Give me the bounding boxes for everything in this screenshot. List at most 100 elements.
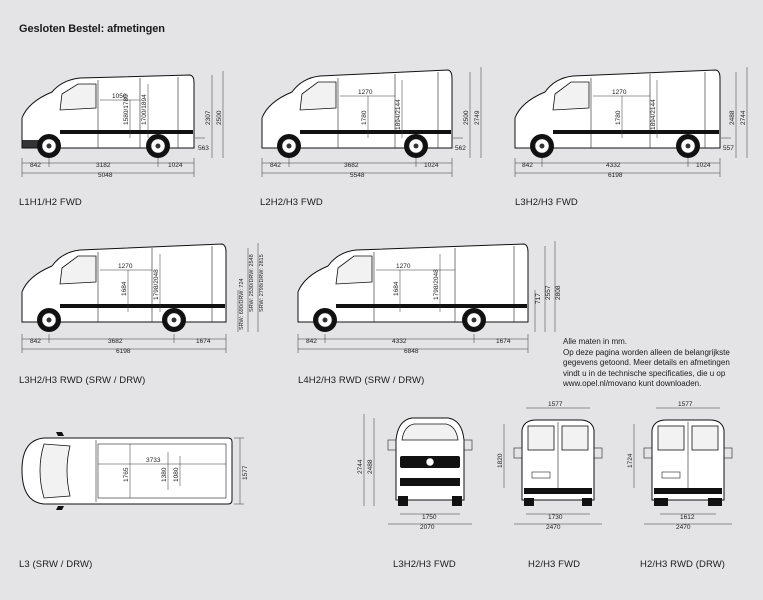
dim-cargo-h1: 1684 (393, 281, 400, 296)
dim-height-a: 717 (535, 293, 542, 304)
van-side-l4h2-rwd (297, 243, 529, 333)
dim-cargo-width: 1050 (112, 93, 127, 100)
dim-length: 6198 (608, 172, 623, 179)
dim-rear-overhang: 1024 (424, 162, 439, 169)
dim-wheelbase: 3682 (344, 162, 359, 169)
dim-ground: 563 (198, 145, 209, 152)
dims-l1h1: 842 3182 1024 5048 2307 2500 563 1050 15… (21, 71, 224, 179)
dims-l3h2-rwd: 842 3682 1674 6198 SRW: 690/DRW: 724 SRW… (21, 243, 265, 355)
dim-wheelbase: 3182 (96, 162, 111, 169)
dim-height: 1724 (627, 453, 634, 468)
dim-cargo-h2: 1798/2048 (153, 269, 160, 300)
page-title: Gesloten Bestel: afmetingen (19, 23, 165, 35)
note-line: gegevens getoond. Meer details en afmeti… (563, 358, 730, 368)
van-rear-rwd (643, 419, 733, 506)
caption-rear-fwd: H2/H3 FWD (528, 559, 581, 570)
dim-height-a: 2744 (357, 459, 364, 474)
dim-cargo-width: 1270 (118, 263, 133, 270)
dim-width: 2470 (546, 524, 561, 531)
dim-front-overhang: 842 (30, 338, 41, 345)
van-front-view (387, 417, 473, 506)
dim-height: 1820 (497, 453, 504, 468)
van-rear-fwd (513, 419, 603, 506)
dim-track: 1750 (422, 514, 437, 521)
dim-height-a: 2307 (205, 110, 212, 125)
note-line: vindt u in de technische specificaties, … (563, 368, 726, 378)
dim-cargo-w2: 1380 (161, 467, 168, 482)
dim-ground: 557 (723, 145, 734, 152)
dims-front-view: 2744 2488 1750 2070 (357, 414, 472, 531)
dim-rear-overhang: 1674 (496, 338, 511, 345)
dim-height-a: 2488 (729, 110, 736, 125)
info-note: Alle maten in mm. Op deze pagina worden … (563, 337, 763, 390)
van-side-l3h2-rwd (21, 243, 227, 333)
note-line: Alle maten in mm. (563, 337, 628, 346)
caption-rear-rwd: H2/H3 RWD (DRW) (640, 559, 726, 570)
dim-front-overhang: 842 (30, 162, 41, 169)
dim-wheelbase: 3682 (108, 338, 123, 345)
dims-rear-fwd: 1577 1820 1730 2470 (497, 401, 602, 531)
dim-width: 1577 (242, 465, 249, 480)
dim-cargo-w1: 1765 (123, 467, 130, 482)
dim-track: 1730 (548, 514, 563, 521)
dim-height-a: 2500 (463, 110, 470, 125)
dim-front-overhang: 842 (522, 162, 533, 169)
dim-cargo-h2: 1894/2144 (395, 99, 402, 130)
dim-cargo-h2: 1894/2144 (650, 99, 657, 130)
caption-front-view: L3H2/H3 FWD (393, 559, 456, 570)
dim-cargo-width: 1270 (358, 89, 373, 96)
dim-cargo-w3: 1080 (173, 467, 180, 482)
dim-height-v1: SRW: 690/DRW: 724 (239, 278, 245, 330)
dim-rear-overhang: 1674 (196, 338, 211, 345)
dims-l3-top: 3733 1765 1380 1080 1577 (98, 437, 249, 505)
dim-front-overhang: 842 (270, 162, 281, 169)
dim-height-b: 2488 (367, 459, 374, 474)
dim-track: 1612 (680, 514, 695, 521)
van-side-l1h1 (21, 74, 195, 159)
dim-height-b: 2749 (474, 110, 481, 125)
note-line: www.opel.nl/movano kunt downloaden. (563, 379, 702, 389)
dims-rear-rwd: 1577 1724 1612 2470 (627, 401, 732, 531)
note-line: Op deze pagina worden alleen de belangri… (563, 347, 730, 357)
dim-length: 5048 (98, 172, 113, 179)
dims-l3h2: 842 4332 1024 6198 2488 2744 557 1270 17… (514, 67, 748, 179)
dim-cargo-h2: 1798/2048 (433, 269, 440, 300)
dim-cargo-h2: 1700/1894 (141, 94, 148, 125)
dim-height-v3: SRW: 2798/DRW: 2815 (259, 254, 265, 312)
dim-cargo-width: 1270 (396, 263, 411, 270)
dim-length: 5548 (350, 172, 365, 179)
dim-ground: 562 (455, 145, 466, 152)
dim-cargo-h1: 1780 (615, 110, 622, 125)
dim-height-b: 2557 (545, 285, 552, 300)
caption-l4h2-rwd: L4H2/H3 RWD (SRW / DRW) (298, 375, 425, 386)
dim-length: 6198 (116, 348, 131, 355)
caption-l1h1-fwd: L1H1/H2 FWD (19, 197, 82, 208)
dim-cargo-h1: 1780 (361, 110, 368, 125)
dim-front-overhang: 842 (306, 338, 317, 345)
van-side-l2h2 (261, 69, 453, 159)
dim-rear-overhang: 1024 (168, 162, 183, 169)
dim-wheelbase: 4332 (392, 338, 407, 345)
dim-cargo-length: 3733 (146, 457, 161, 464)
dims-l2h2: 842 3682 1024 5548 2500 2749 562 1270 17… (261, 67, 482, 179)
caption-l3h2-rwd: L3H2/H3 RWD (SRW / DRW) (19, 375, 146, 386)
dim-wheelbase: 4332 (606, 162, 621, 169)
dim-top-width: 1577 (678, 401, 693, 408)
dim-height-b: 2744 (740, 110, 747, 125)
dims-l4h2-rwd: 842 4332 1674 6848 717 2557 2808 1270 16… (297, 241, 562, 355)
dim-height-v2: SRW: 2530/DRW: 2548 (249, 254, 255, 312)
dim-cargo-h1: 1684 (121, 281, 128, 296)
dim-cargo-width: 1270 (612, 89, 627, 96)
van-side-l3h2 (514, 69, 721, 159)
dim-rear-overhang: 1024 (696, 162, 711, 169)
dim-height-b: 2500 (216, 110, 223, 125)
dim-length: 6848 (404, 348, 419, 355)
dim-cargo-h1: 1580/1780 (123, 94, 130, 125)
dim-width: 2070 (420, 524, 435, 531)
van-top-l3 (21, 432, 233, 510)
dim-height-c: 2808 (555, 285, 562, 300)
dim-width: 2470 (676, 524, 691, 531)
caption-l3h2-fwd: L3H2/H3 FWD (515, 197, 578, 208)
caption-l3-top: L3 (SRW / DRW) (19, 559, 93, 570)
